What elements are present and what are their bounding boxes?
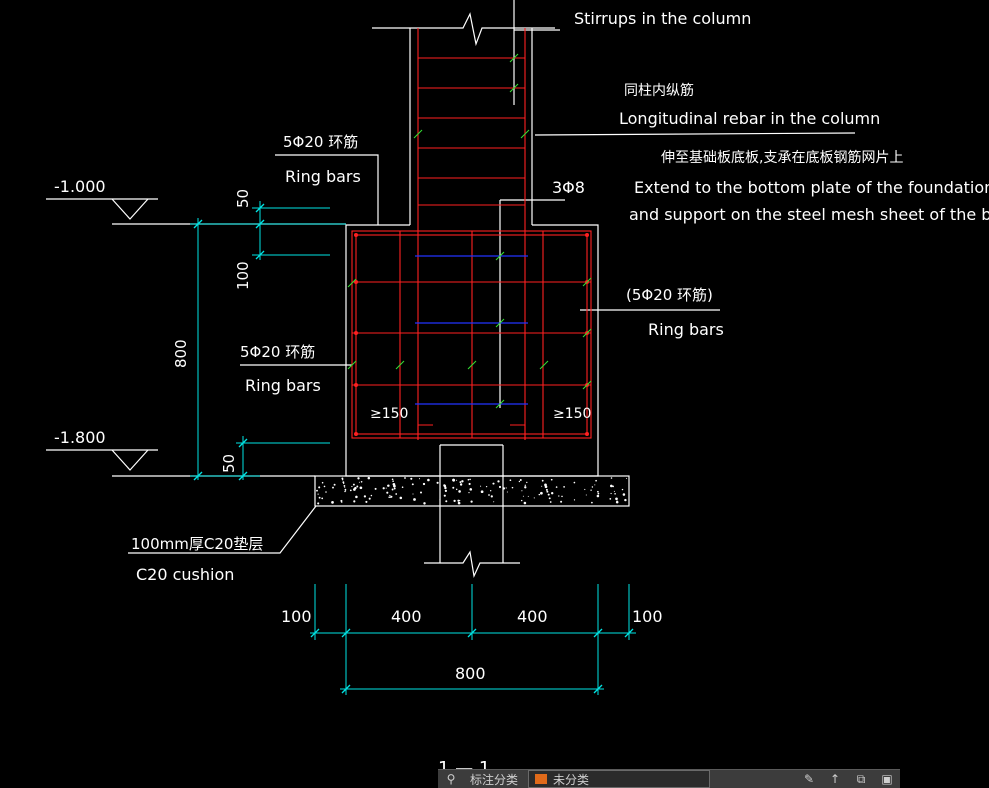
- dim-h-400-right: 400: [517, 607, 548, 626]
- inner-bars: [415, 255, 528, 405]
- stirrups-label: Stirrups in the column: [574, 9, 751, 28]
- layer-color-swatch: [535, 774, 548, 784]
- cushion-hatch: [316, 476, 628, 505]
- ring-top-en: Ring bars: [285, 167, 361, 186]
- dimension-lines: [190, 201, 636, 695]
- dim-v-100: 100: [234, 261, 252, 290]
- extend-en-1: Extend to the bottom plate of the founda…: [634, 178, 989, 197]
- three-phi-8: 3Φ8: [552, 178, 585, 197]
- layer-select-value: 未分类: [553, 772, 590, 787]
- dim-v-50-top: 50: [234, 189, 252, 208]
- ring-top-cn: 5Φ20 环筋: [283, 133, 358, 151]
- ge150-right: ≥150: [553, 406, 591, 422]
- ge150-left: ≥150: [370, 406, 408, 422]
- cushion-cn: 100mm厚C20垫层: [131, 535, 263, 553]
- extend-en-2: and support on the steel mesh sheet of t…: [629, 205, 989, 224]
- edit-icon[interactable]: ✎: [803, 771, 815, 786]
- ring-right-cn: (5Φ20 环筋): [626, 286, 713, 304]
- dim-v-800: 800: [172, 339, 190, 368]
- dim-h-100-left: 100: [281, 607, 312, 626]
- dim-v-50-bottom: 50: [220, 454, 238, 473]
- ring-mid-cn: 5Φ20 环筋: [240, 343, 315, 361]
- save-icon[interactable]: ▣: [881, 771, 893, 786]
- dim-h-800: 800: [455, 664, 486, 683]
- layer-select[interactable]: 未分类: [528, 770, 711, 788]
- ring-mid-en: Ring bars: [245, 376, 321, 395]
- upload-icon[interactable]: ↑: [829, 771, 841, 786]
- elevation-top: -1.000: [54, 177, 106, 196]
- annotations: Stirrups in the column 同柱内纵筋 Longitudina…: [54, 9, 989, 779]
- rebar-layout: [351, 28, 592, 440]
- toolbar-tools: ✎ ↑ ⧉ ▣: [796, 772, 900, 787]
- bottom-toolbar: ⚲ 标注分类 未分类 ✎ ↑ ⧉ ▣: [438, 769, 900, 788]
- ring-right-en: Ring bars: [648, 320, 724, 339]
- long-rebar-en: Longitudinal rebar in the column: [619, 109, 880, 128]
- concrete-outline: [46, 0, 856, 579]
- dim-h-400-left: 400: [391, 607, 422, 626]
- elevation-bottom: -1.800: [54, 428, 106, 447]
- leader-ticks: [347, 53, 592, 409]
- dim-h-100-right: 100: [632, 607, 663, 626]
- cushion-en: C20 cushion: [136, 565, 234, 584]
- annotate-label: 标注分类: [470, 772, 519, 787]
- copy-icon[interactable]: ⧉: [856, 771, 866, 786]
- extend-cn: 伸至基础板底板,支承在底板钢筋网片上: [661, 149, 903, 166]
- annotate-icon[interactable]: ⚲: [446, 772, 456, 786]
- long-rebar-cn: 同柱内纵筋: [624, 82, 694, 99]
